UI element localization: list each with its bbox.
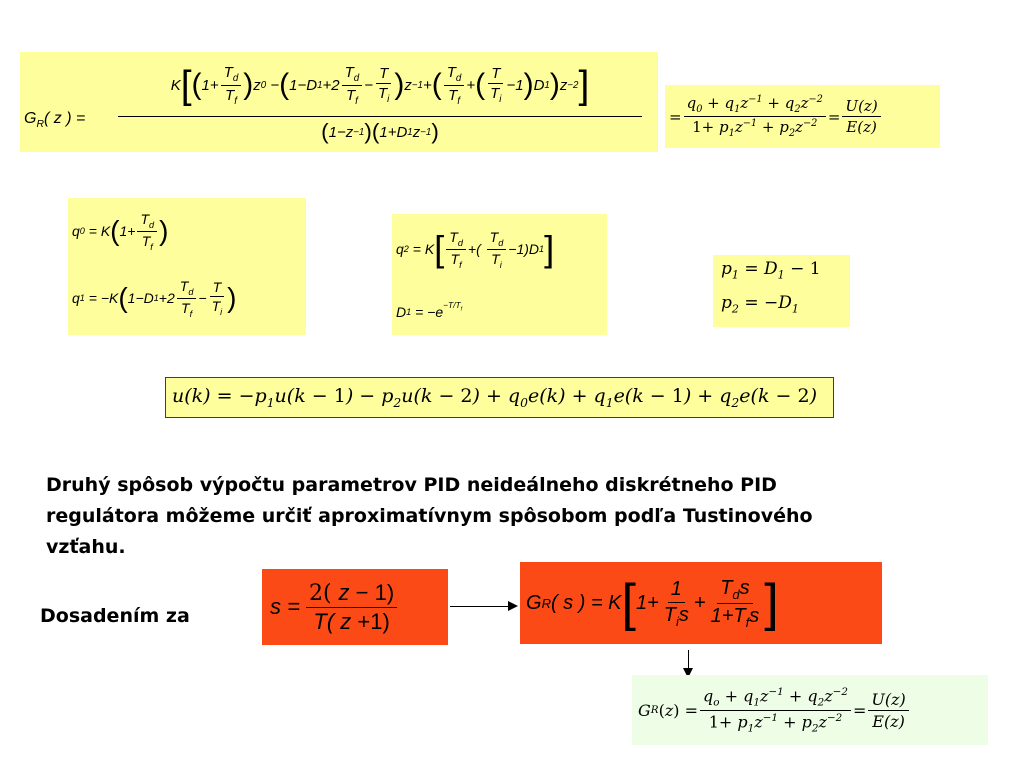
paragraph-line-2: regulátora môžeme určiť aproximatívnym s… [46,505,813,527]
formula-difference-equation: u(k) = −p1u(k − 1) − p2u(k − 2) + q0e(k)… [165,377,834,418]
paragraph-line-3: vzťahu. [46,536,126,558]
formula-p1-p2: p1 = D1 − 1 p2 = −D1 [713,255,850,327]
arrow-down [688,650,689,672]
substitution-label: Dosadením za [40,605,190,627]
arrowhead-down-icon [683,668,693,678]
paragraph-line-1: Druhý spôsob výpočtu parametrov PID neid… [46,474,777,496]
paragraph-text: Druhý spôsob výpočtu parametrov PID neid… [46,470,813,563]
arrowhead-right-icon [508,601,518,611]
formula-tustin-substitution: s =2( z − 1)T( z +1) [262,569,448,645]
arrow-right [450,606,510,607]
